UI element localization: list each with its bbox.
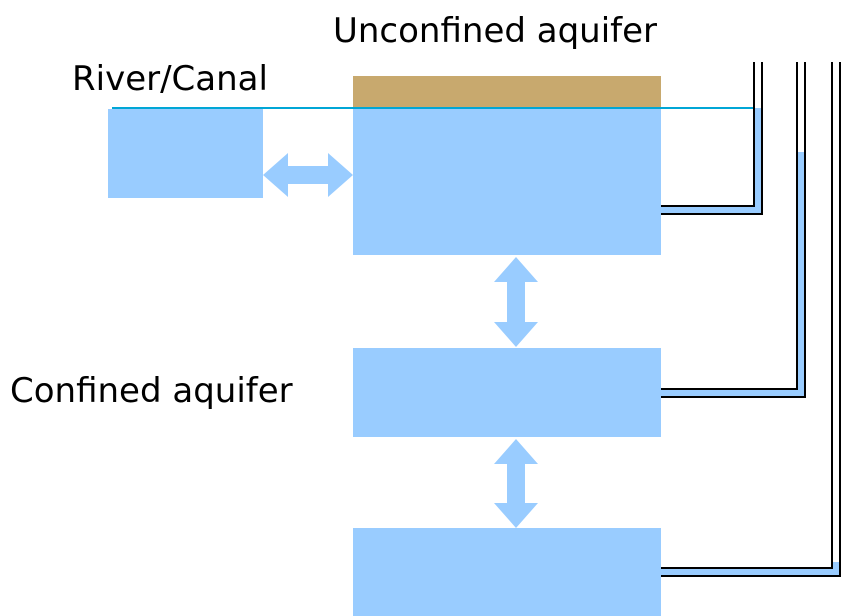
observation-well-unconfined bbox=[661, 62, 763, 215]
unconfined-aquifer-label: Unconfined aquifer bbox=[333, 11, 657, 51]
river-aquifer-exchange-arrow bbox=[263, 153, 353, 197]
confined-aquifer-block bbox=[353, 348, 661, 437]
unconfined-confined-exchange-arrow bbox=[494, 257, 538, 347]
soil-layer bbox=[353, 76, 661, 109]
river-canal-label: River/Canal bbox=[72, 59, 268, 99]
observation-well-lower bbox=[661, 62, 841, 577]
observation-well-confined bbox=[661, 62, 806, 398]
unconfined-aquifer-block bbox=[353, 109, 661, 255]
confined-lower-exchange-arrow bbox=[494, 439, 538, 528]
river-block bbox=[108, 109, 263, 198]
lower-aquifer-block bbox=[353, 528, 661, 616]
confined-aquifer-label: Confined aquifer bbox=[10, 371, 293, 411]
